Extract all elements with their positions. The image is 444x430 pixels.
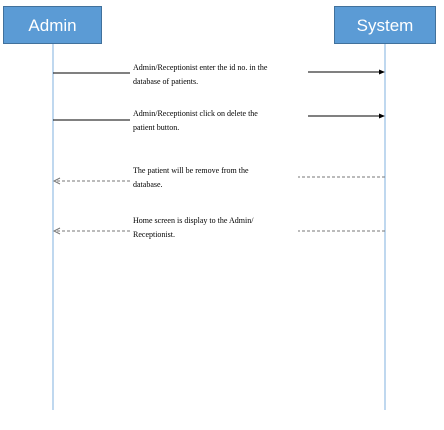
message-label-4: Home screen is display to the Admin/ Rec… — [133, 214, 297, 242]
message-2-line-1: Admin/Receptionist click on delete the — [133, 109, 258, 118]
message-label-1: Admin/Receptionist enter the id no. in t… — [133, 61, 307, 89]
admin-actor: Admin — [3, 6, 102, 44]
message-arrow-3 — [52, 176, 385, 185]
message-3-line-2: database. — [133, 180, 163, 189]
message-4-line-2: Receptionist. — [133, 230, 175, 239]
message-2-line-2: patient button. — [133, 123, 180, 132]
system-actor: System — [334, 6, 436, 44]
message-arrow-4 — [52, 227, 385, 235]
message-arrow-1 — [53, 69, 385, 75]
system-actor-label: System — [356, 16, 414, 35]
message-label-3: The patient will be remove from the data… — [133, 164, 295, 192]
admin-actor-label: Admin — [28, 16, 77, 35]
message-1-line-1: Admin/Receptionist enter the id no. in t… — [133, 63, 268, 72]
message-label-2: Admin/Receptionist click on delete the p… — [133, 107, 307, 135]
message-3-line-1: The patient will be remove from the — [133, 166, 249, 175]
message-arrow-2 — [53, 113, 385, 121]
message-1-line-2: database of patients. — [133, 77, 199, 86]
message-4-line-1: Home screen is display to the Admin/ — [133, 216, 254, 225]
